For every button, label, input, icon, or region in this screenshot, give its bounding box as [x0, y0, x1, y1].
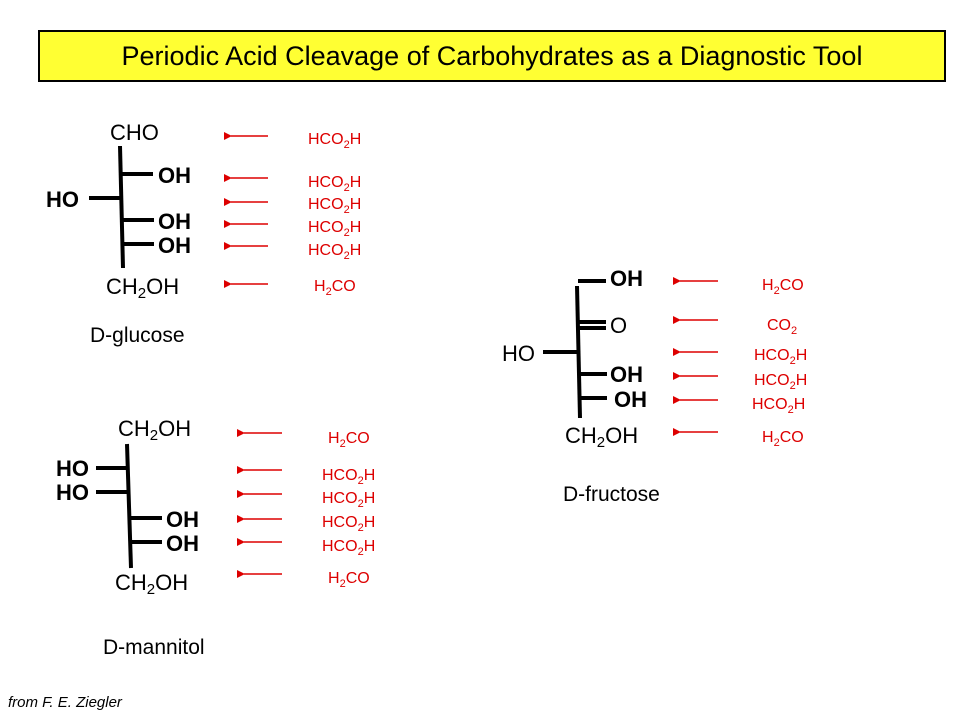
mannitol-product: HCO2H: [322, 490, 375, 510]
glucose-product: HCO2H: [308, 242, 361, 262]
mannitol-group-c5: OH: [166, 531, 199, 556]
fructose-product: HCO2H: [754, 372, 807, 392]
mannitol-product: HCO2H: [322, 514, 375, 534]
glucose-group-c3: HO: [46, 187, 79, 212]
page-title: Periodic Acid Cleavage of Carbohydrates …: [121, 40, 863, 71]
fructose-group-c2: O: [610, 313, 627, 338]
fructose-group-c4: OH: [610, 362, 643, 387]
glucose-product: HCO2H: [308, 131, 361, 151]
mannitol-group-c1: CH2OH: [118, 416, 191, 444]
fructose-group-c3: HO: [502, 341, 535, 366]
glucose-product: HCO2H: [308, 219, 361, 239]
mannitol-name: D-mannitol: [103, 636, 205, 659]
glucose-structure: CHO OH HO OH OH CH2OH HCO2H HCO2H HCO2H …: [46, 120, 361, 347]
glucose-product: HCO2H: [308, 196, 361, 216]
mannitol-group-c2: HO: [56, 456, 89, 481]
fructose-product: H2CO: [762, 429, 804, 449]
mannitol-backbone: [125, 443, 133, 569]
fructose-product: HCO2H: [754, 347, 807, 367]
fructose-structure: OH O HO OH OH CH2OH H2CO CO2 HCO2H HCO2H…: [502, 266, 807, 506]
fructose-group-c1: OH: [610, 266, 643, 291]
fructose-product: H2CO: [762, 277, 804, 297]
glucose-group-c4: OH: [158, 209, 191, 234]
fructose-name: D-fructose: [563, 483, 660, 506]
fructose-product: CO2: [767, 317, 797, 337]
mannitol-group-c4: OH: [166, 507, 199, 532]
fructose-product: HCO2H: [752, 396, 805, 416]
source-credit: from F. E. Ziegler: [8, 694, 122, 711]
mannitol-product: HCO2H: [322, 467, 375, 487]
mannitol-product: H2CO: [328, 570, 370, 590]
glucose-group-c5: OH: [158, 233, 191, 258]
fructose-group-c6: CH2OH: [565, 423, 638, 451]
glucose-name: D-glucose: [90, 324, 185, 347]
glucose-product: HCO2H: [308, 174, 361, 194]
glucose-product: H2CO: [314, 278, 356, 298]
title-banner: Periodic Acid Cleavage of Carbohydrates …: [38, 30, 946, 82]
glucose-group-c6: CH2OH: [106, 274, 179, 302]
glucose-backbone: [118, 145, 125, 269]
glucose-group-c2: OH: [158, 163, 191, 188]
mannitol-structure: CH2OH HO HO OH OH CH2OH H2CO HCO2H HCO2H…: [56, 416, 375, 659]
glucose-group-c1: CHO: [110, 120, 159, 145]
mannitol-group-c3: HO: [56, 480, 89, 505]
mannitol-product: HCO2H: [322, 538, 375, 558]
mannitol-group-c6: CH2OH: [115, 570, 188, 598]
fructose-group-c5: OH: [614, 387, 647, 412]
mannitol-product: H2CO: [328, 430, 370, 450]
